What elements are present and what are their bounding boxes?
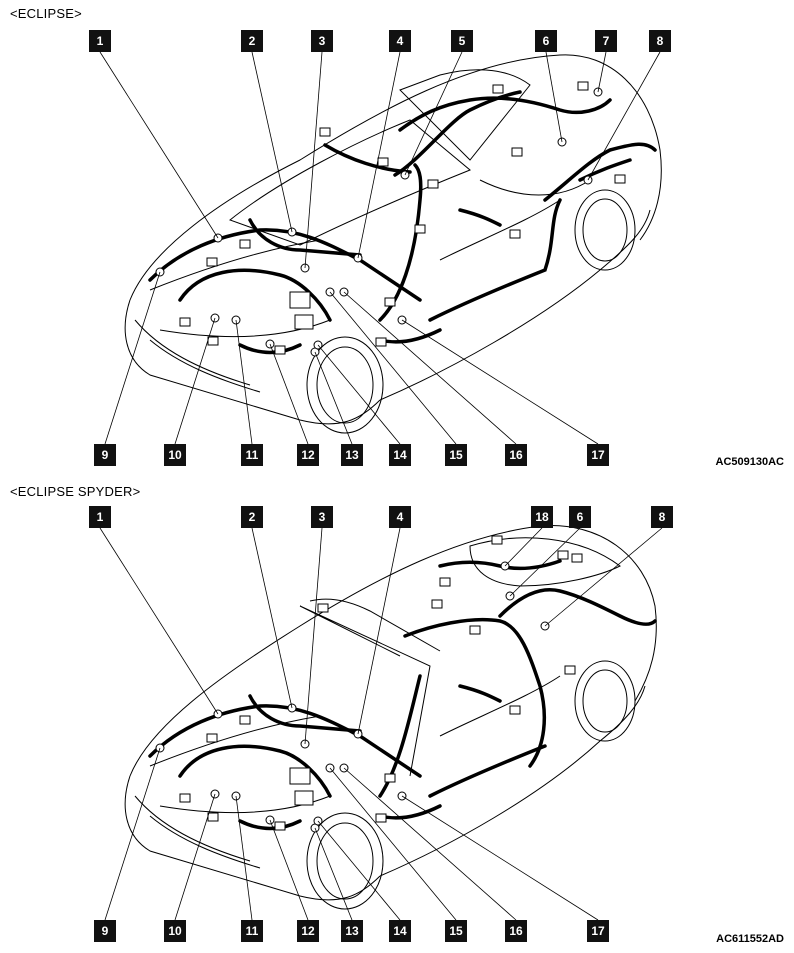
callout-15: 15	[445, 444, 467, 466]
callout-6: 6	[535, 30, 557, 52]
callout-9: 9	[94, 920, 116, 942]
callout-2: 2	[241, 30, 263, 52]
callout-15: 15	[445, 920, 467, 942]
figure-code: AC611552AD	[716, 933, 784, 945]
wiring-harness	[148, 90, 657, 355]
callout-11: 11	[241, 444, 263, 466]
callout-13: 13	[341, 920, 363, 942]
callout-16: 16	[505, 920, 527, 942]
callout-9: 9	[94, 444, 116, 466]
callout-11: 11	[241, 920, 263, 942]
callout-3: 3	[311, 30, 333, 52]
connectors	[155, 535, 583, 833]
callout-3: 3	[311, 506, 333, 528]
callout-12: 12	[297, 920, 319, 942]
callout-1: 1	[89, 30, 111, 52]
callout-2: 2	[241, 506, 263, 528]
callout-4: 4	[389, 506, 411, 528]
callout-14: 14	[389, 444, 411, 466]
callout-16: 16	[505, 444, 527, 466]
callout-8: 8	[649, 30, 671, 52]
callout-14: 14	[389, 920, 411, 942]
section-title: <ECLIPSE>	[10, 6, 82, 21]
callout-8: 8	[651, 506, 673, 528]
callout-1: 1	[89, 506, 111, 528]
callout-5: 5	[451, 30, 473, 52]
connectors	[155, 81, 626, 357]
callout-13: 13	[341, 444, 363, 466]
leader-lines	[99, 527, 663, 921]
eclipse-spyder-car-diagram	[99, 525, 663, 921]
callout-10: 10	[164, 444, 186, 466]
eclipse-car-diagram	[99, 51, 662, 445]
callout-4: 4	[389, 30, 411, 52]
car-body-outline	[124, 54, 662, 434]
eclipse-section: <ECLIPSE>	[0, 0, 794, 476]
leader-lines	[99, 51, 661, 445]
wiring-harness	[148, 559, 657, 831]
callout-10: 10	[164, 920, 186, 942]
figure-code: AC509130AC	[715, 456, 784, 468]
callout-7: 7	[595, 30, 617, 52]
callout-17: 17	[587, 920, 609, 942]
section-title: <ECLIPSE SPYDER>	[10, 484, 141, 499]
callout-6: 6	[569, 506, 591, 528]
car-body-outline	[124, 525, 657, 910]
callout-12: 12	[297, 444, 319, 466]
eclipse-spyder-section: <ECLIPSE SPYDER>	[0, 476, 794, 953]
callout-18: 18	[531, 506, 553, 528]
callout-17: 17	[587, 444, 609, 466]
